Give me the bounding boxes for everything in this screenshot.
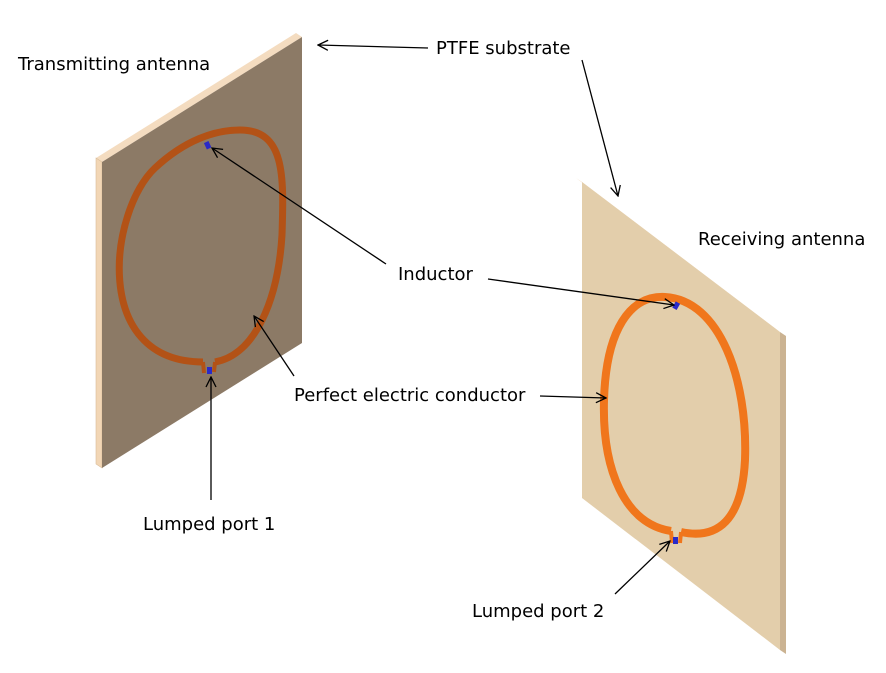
right-lumped-port-element — [673, 537, 678, 544]
left-conductor-loop — [115, 126, 287, 366]
label-lumped-port-1: Lumped port 1 — [143, 514, 275, 535]
ptfe-leader-right — [581, 59, 618, 196]
left-substrate-face — [102, 37, 302, 468]
label-perfect-electric-conductor: Perfect electric conductor — [294, 385, 526, 406]
inductor-leader-right — [487, 278, 674, 305]
label-receiving-antenna: Receiving antenna — [698, 229, 865, 250]
pec-leader-right — [539, 396, 606, 398]
label-transmitting-antenna: Transmitting antenna — [17, 54, 210, 75]
left-substrate-side-edge — [95, 157, 103, 469]
right-port-notch — [669, 530, 683, 544]
left-inductor-element — [203, 141, 212, 150]
labels: Transmitting antenna PTFE substrate Rece… — [17, 38, 865, 622]
transmitting-antenna — [95, 33, 302, 469]
label-lumped-port-2: Lumped port 2 — [472, 601, 604, 622]
left-lumped-port-element — [207, 367, 212, 374]
ptfe-leader-left — [318, 45, 429, 48]
right-substrate-face — [582, 182, 780, 650]
inductor-leader-left — [212, 148, 387, 265]
label-inductor: Inductor — [398, 264, 474, 285]
port2-leader — [614, 541, 670, 595]
right-substrate-side-edge — [780, 332, 786, 654]
leader-lines — [211, 45, 674, 595]
left-substrate-top-edge — [96, 33, 302, 162]
label-ptfe-substrate: PTFE substrate — [436, 38, 571, 59]
left-port-notch — [201, 361, 217, 374]
pec-leader-left — [254, 316, 295, 377]
right-conductor-loop — [599, 292, 750, 538]
